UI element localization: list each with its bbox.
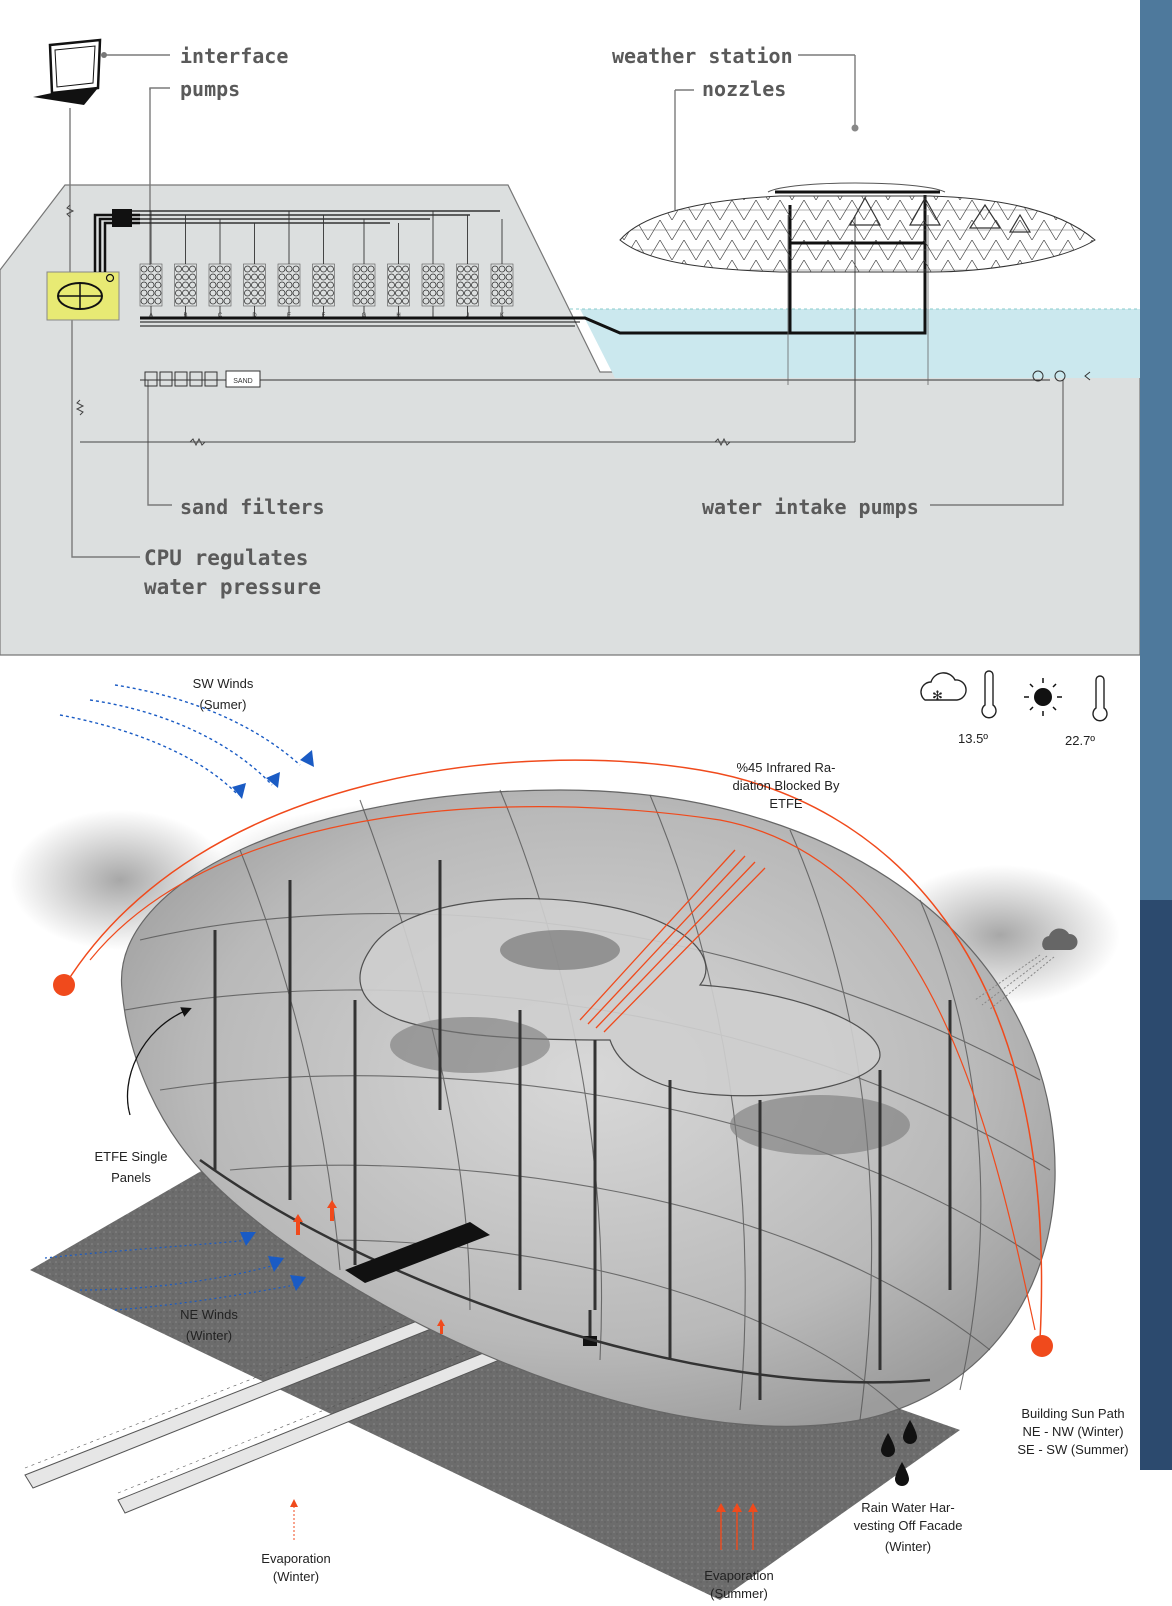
pump-unit: D — [243, 223, 266, 319]
nozzles-label: nozzles — [702, 77, 786, 101]
svg-text:✻: ✻ — [932, 689, 943, 704]
thermometer-icon — [981, 670, 997, 719]
infrared-label-2: diation Blocked By — [733, 778, 840, 793]
weather-station-label: weather station — [612, 44, 793, 68]
pump-unit: E — [277, 211, 301, 319]
pump-array: ABCDEFGHIJK — [139, 211, 514, 319]
rain-water-label-2: vesting Off Facade — [854, 1518, 963, 1533]
winter-temp: 13.5º — [958, 731, 988, 746]
pump-unit: C — [208, 219, 232, 319]
sun-icon — [1024, 678, 1062, 716]
sand-filter-units: SAND — [144, 370, 261, 388]
summer-temp: 22.7º — [1065, 733, 1095, 748]
climate-diagram: ✻ 13.5º 22.7º — [10, 670, 1129, 1601]
sw-winds-label-1: SW Winds — [193, 676, 254, 691]
rain-water-label-3: (Winter) — [885, 1539, 931, 1554]
sun-path-label-2: NE - NW (Winter) — [1022, 1424, 1123, 1439]
evap-summer-label-1: Evaporation — [704, 1568, 773, 1583]
evap-summer-label-2: (Summer) — [710, 1586, 768, 1601]
pump-unit: K — [490, 219, 514, 319]
pump-unit: A — [139, 211, 163, 319]
sun-path — [53, 759, 1053, 1357]
evap-winter-label-2: (Winter) — [273, 1569, 319, 1584]
rain-cloud-icon — [974, 928, 1078, 1011]
sw-winds-label-2: (Sumer) — [200, 697, 247, 712]
interface-label: interface — [180, 44, 288, 68]
rain-water-label-1: Rain Water Har- — [861, 1500, 954, 1515]
etfe-panels-label-1: ETFE Single — [95, 1149, 168, 1164]
nozzle-structure — [619, 182, 1096, 273]
pump-unit: I — [421, 211, 445, 319]
sand-filters-label: sand filters — [180, 495, 325, 519]
raindrop-icon — [881, 1420, 917, 1486]
sun-position-winter — [53, 974, 75, 996]
etfe-dome — [120, 789, 1056, 1427]
sand-tag: SAND — [233, 378, 252, 385]
laptop-icon — [33, 38, 102, 105]
ne-winds-label-2: (Winter) — [186, 1328, 232, 1343]
pump-unit: J — [456, 215, 479, 319]
infrared-label-3: ETFE — [769, 796, 803, 811]
evaporation-summer-arrows — [716, 1503, 758, 1550]
snow-cloud-icon: ✻ — [920, 672, 967, 704]
pump-unit: H — [387, 223, 410, 319]
sun-path-label-1: Building Sun Path — [1021, 1406, 1124, 1421]
sun-path-label-3: SE - SW (Summer) — [1017, 1442, 1128, 1457]
etfe-panels-label-2: Panels — [111, 1170, 151, 1185]
water-body — [580, 309, 1140, 378]
ne-wind-arrows — [44, 1239, 296, 1311]
pumps-label: pumps — [180, 77, 240, 101]
sw-wind-arrows — [59, 684, 301, 796]
water-intake-pumps-label: water intake pumps — [702, 495, 919, 519]
cpu-label-line2: water pressure — [144, 575, 321, 599]
pump-unit: F — [312, 215, 335, 319]
intake-pumps — [1032, 370, 1091, 382]
thermometer-icon — [1092, 675, 1108, 722]
cpu-label-line1: CPU regulates — [144, 546, 308, 570]
evap-winter-label-1: Evaporation — [261, 1551, 330, 1566]
sun-position-summer — [1031, 1335, 1053, 1357]
ground-plane — [30, 1166, 960, 1600]
infrared-label-1: %45 Infrared Ra- — [737, 760, 836, 775]
pump-unit: G — [352, 219, 376, 319]
ne-winds-label-1: NE Winds — [180, 1307, 238, 1322]
irrigation-system-diagram: ABCDEFGHIJK SAND — [0, 0, 1141, 656]
pump-unit: B — [174, 215, 197, 319]
evaporation-winter-arrow — [290, 1499, 298, 1540]
